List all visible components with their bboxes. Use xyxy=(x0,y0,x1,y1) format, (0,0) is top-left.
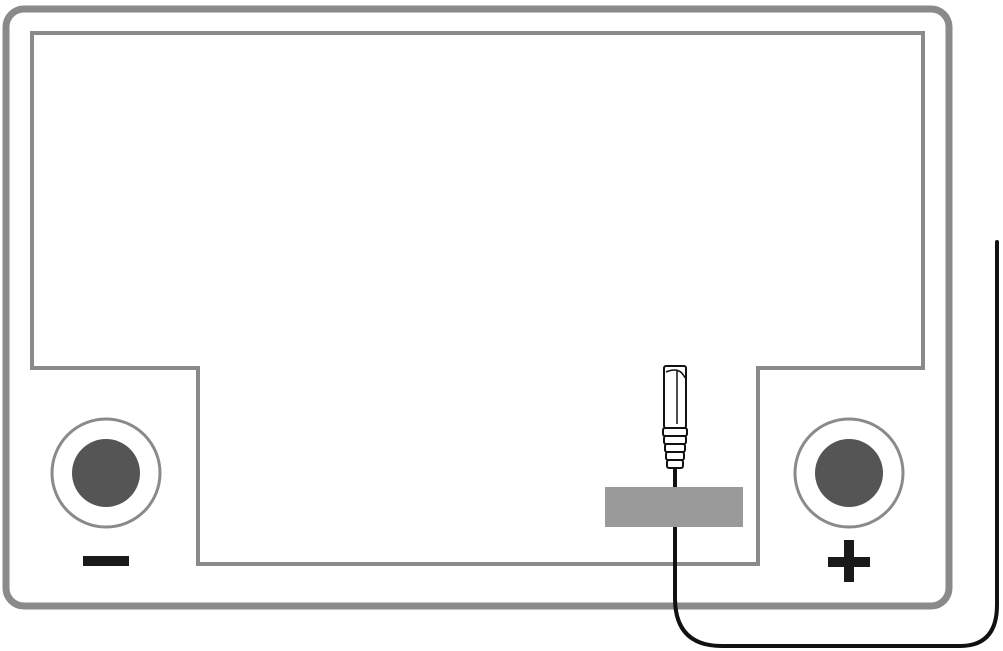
positive-terminal xyxy=(793,417,905,529)
plus-symbol-icon xyxy=(828,540,870,582)
temperature-sensor-icon xyxy=(662,365,688,469)
battery-case-outline xyxy=(2,5,953,610)
negative-terminal-post xyxy=(72,439,140,507)
negative-terminal xyxy=(50,417,162,529)
positive-terminal-post xyxy=(815,439,883,507)
adhesive-tape-pad xyxy=(605,487,743,527)
sensor-wire xyxy=(673,240,999,648)
battery-lid-panel xyxy=(30,31,925,566)
minus-symbol-icon xyxy=(83,556,129,566)
